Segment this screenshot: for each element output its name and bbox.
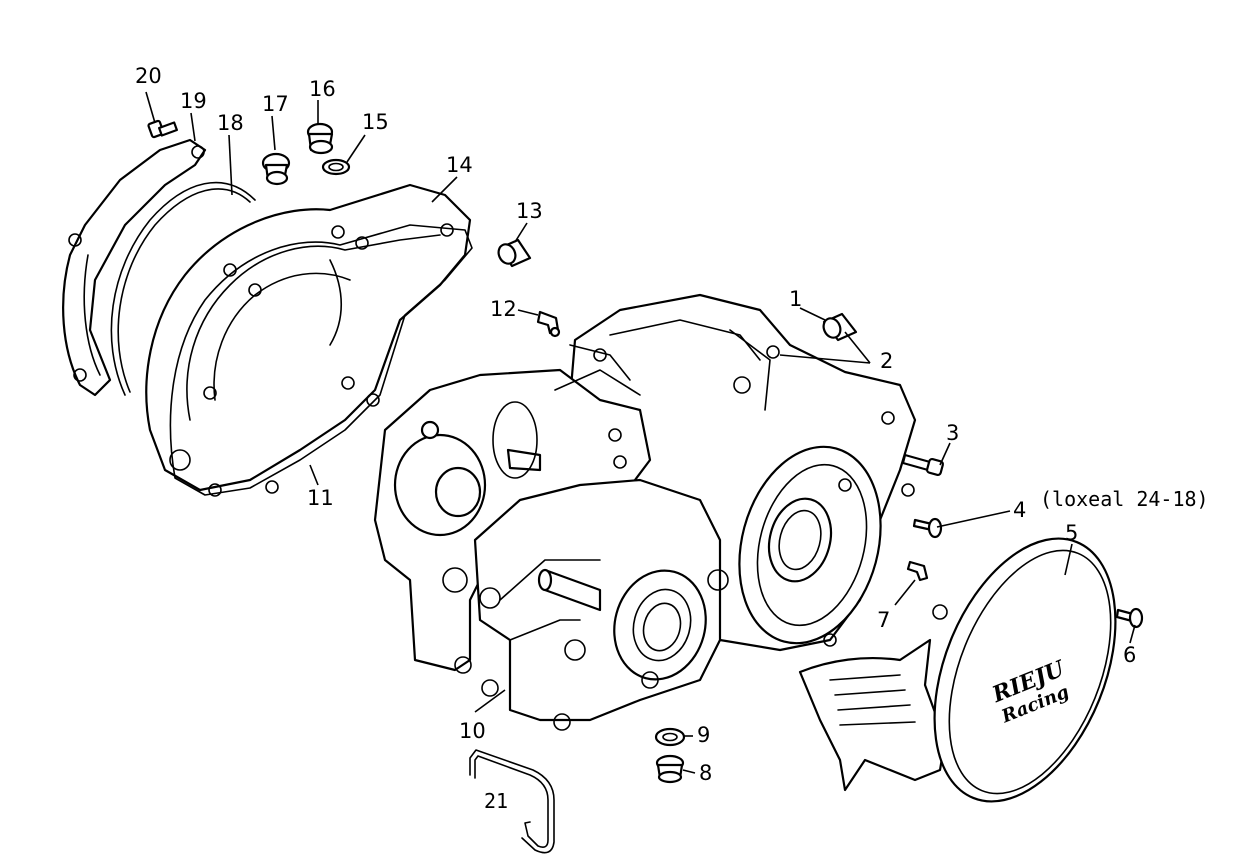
callout-12: 12 <box>490 297 517 321</box>
callout-19: 19 <box>180 89 207 113</box>
elbow-fitting-12 <box>536 310 561 338</box>
callout-13: 13 <box>516 199 543 223</box>
plug-17 <box>261 152 291 186</box>
callout-4: 4 <box>1013 498 1026 522</box>
gasket-ring <box>110 181 256 396</box>
plug-8 <box>655 754 685 784</box>
bushing-13 <box>497 238 532 268</box>
callout-21: 21 <box>484 789 508 813</box>
callout-17: 17 <box>262 92 289 116</box>
screw-6 <box>1115 607 1144 629</box>
callout-20: 20 <box>135 64 162 88</box>
ignition-cover: RIEJU Racing <box>798 537 1117 803</box>
callout-9: 9 <box>697 723 710 747</box>
callout-7: 7 <box>877 608 890 632</box>
screw-4 <box>912 517 943 539</box>
washer-15 <box>321 158 351 176</box>
crankcase <box>373 293 917 731</box>
callout-1: 1 <box>789 287 802 311</box>
leader-lines <box>145 91 1136 774</box>
bolt-20 <box>147 119 178 139</box>
callout-10: 10 <box>459 719 486 743</box>
callout-3: 3 <box>946 421 959 445</box>
elbow-fitting-7 <box>906 560 929 582</box>
callout-16: 16 <box>309 77 336 101</box>
callout-5: 5 <box>1065 521 1078 545</box>
callout-15: 15 <box>362 110 389 134</box>
callout-11: 11 <box>307 486 334 510</box>
bolt-3 <box>901 453 944 476</box>
washer-9 <box>654 727 686 747</box>
cover-gasket <box>169 224 473 496</box>
callout-14: 14 <box>446 153 473 177</box>
outer-cover <box>62 138 207 397</box>
bushing-1 <box>822 312 858 342</box>
callout-8: 8 <box>699 761 712 785</box>
plug-16 <box>306 122 334 155</box>
callout-2: 2 <box>880 349 893 373</box>
note-loxeal: (loxeal 24-18) <box>1040 487 1209 511</box>
callout-6: 6 <box>1123 643 1136 667</box>
wire-clip-21 <box>474 755 549 848</box>
callout-18: 18 <box>217 111 244 135</box>
clutch-cover <box>145 183 472 497</box>
